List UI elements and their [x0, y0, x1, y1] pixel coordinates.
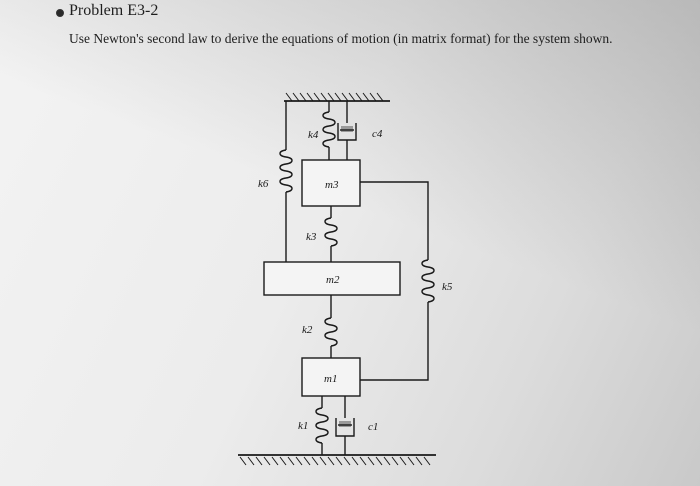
spring-k3 — [324, 206, 338, 262]
label-c1: c1 — [368, 421, 378, 433]
top-ground — [284, 92, 390, 102]
label-k3: k3 — [306, 231, 317, 243]
bottom-ground — [238, 454, 436, 466]
label-m3: m3 — [325, 179, 339, 191]
connector-m3-k5 — [360, 181, 429, 260]
spring-k4 — [322, 101, 336, 160]
label-k2: k2 — [302, 324, 313, 336]
spring-k5 — [360, 259, 435, 381]
label-m1: m1 — [324, 373, 337, 385]
label-k5: k5 — [442, 281, 453, 293]
label-k1: k1 — [298, 420, 308, 432]
spring-k6 — [279, 101, 293, 262]
damper-c1 — [335, 396, 355, 455]
label-k4: k4 — [308, 129, 319, 141]
spring-k2 — [324, 295, 338, 358]
problem-title: Problem E3-2 — [69, 2, 159, 19]
label-k6: k6 — [258, 178, 269, 190]
spring-k1 — [315, 396, 329, 455]
bullet-icon — [56, 9, 64, 17]
problem-statement: Use Newton's second law to derive the eq… — [69, 31, 613, 46]
label-c4: c4 — [372, 128, 383, 140]
mass-m2 — [263, 261, 401, 296]
label-m2: m2 — [326, 274, 340, 286]
mass-m1 — [301, 357, 361, 397]
damper-c4 — [337, 101, 357, 160]
